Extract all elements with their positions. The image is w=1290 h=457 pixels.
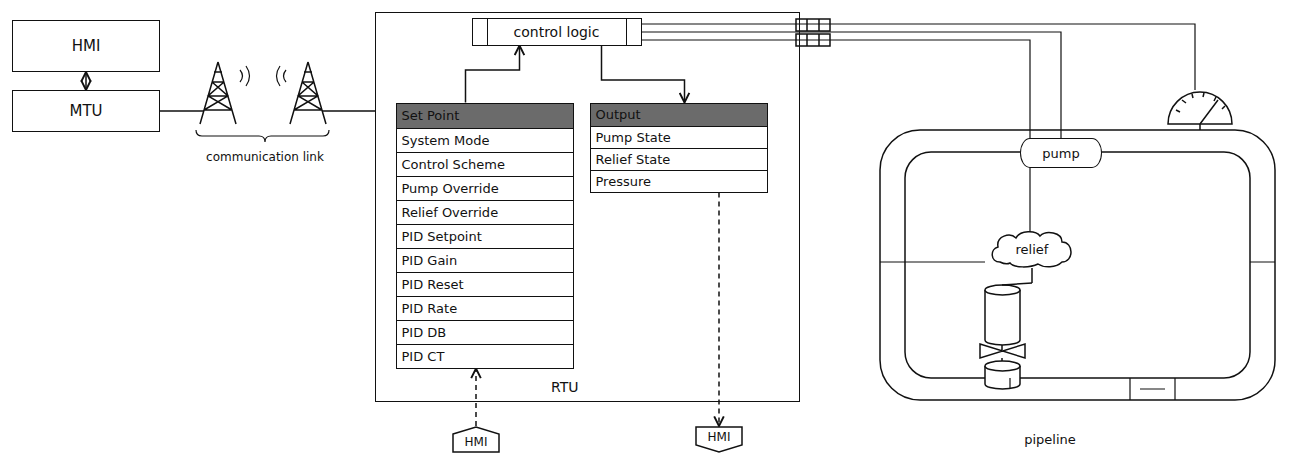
- node-text: Relief State: [591, 148, 767, 170]
- node-text: Set Point: [397, 104, 573, 128]
- pump-box: pump: [1020, 138, 1102, 168]
- node-text: Control Scheme: [397, 152, 573, 176]
- pipeline-label: pipeline: [1024, 432, 1076, 447]
- node-text: PID Gain: [397, 248, 573, 272]
- connector: [160, 110, 375, 112]
- box-divider: [487, 19, 488, 45]
- node-text: HMI: [465, 435, 488, 449]
- radio-tower: [200, 62, 250, 124]
- node-text: PID DB: [397, 320, 573, 344]
- hmi-box: HMI: [12, 20, 160, 72]
- hmi-tag: HMI: [695, 426, 743, 453]
- rtu-box: RTU control logicSet PointSystem ModeCont…: [375, 12, 800, 402]
- input-register-table: Set PointSystem ModeControl SchemePump O…: [396, 103, 574, 369]
- radio-tower: [277, 62, 327, 124]
- node-text: RTU: [551, 379, 579, 395]
- node-text: System Mode: [397, 128, 573, 152]
- dashed-arrow: [475, 369, 477, 427]
- node-text: Relief Override: [397, 200, 573, 224]
- relief-cloud: relief: [990, 230, 1074, 268]
- control-logic-box: control logic: [472, 18, 642, 46]
- node-text: Pressure: [591, 170, 767, 192]
- node-text: HMI: [72, 37, 101, 55]
- connector: [85, 72, 87, 90]
- link-brace: [196, 130, 329, 142]
- node-text: Pump State: [591, 126, 767, 148]
- mtu-box: MTU: [12, 90, 160, 132]
- node-text: PID Setpoint: [397, 224, 573, 248]
- node-text: PID Reset: [397, 272, 573, 296]
- node-text: relief: [1016, 242, 1049, 257]
- hmi-tag: HMI: [452, 426, 500, 453]
- pressure-gauge: [1168, 92, 1232, 130]
- pipe-outer: [880, 130, 1275, 400]
- node-text: PID CT: [397, 344, 573, 368]
- node-text: control logic: [514, 24, 600, 40]
- node-text: PID Rate: [397, 296, 573, 320]
- connector: [466, 46, 520, 103]
- node-text: HMI: [708, 430, 731, 444]
- node-text: pump: [1042, 146, 1079, 161]
- node-text: Pump Override: [397, 176, 573, 200]
- box-divider: [626, 19, 627, 45]
- link-label: communication link: [206, 150, 324, 164]
- dashed-arrow: [718, 193, 720, 427]
- output-register-table: OutputPump StateRelief StatePressure: [590, 103, 768, 193]
- connector: [602, 46, 685, 103]
- pipe-inner: [905, 152, 1250, 378]
- signal-wire: [642, 24, 1195, 90]
- node-text: MTU: [69, 102, 102, 120]
- relief-valve: [905, 262, 1032, 389]
- node-text: Output: [591, 104, 767, 126]
- pipe-joint: [880, 262, 1275, 400]
